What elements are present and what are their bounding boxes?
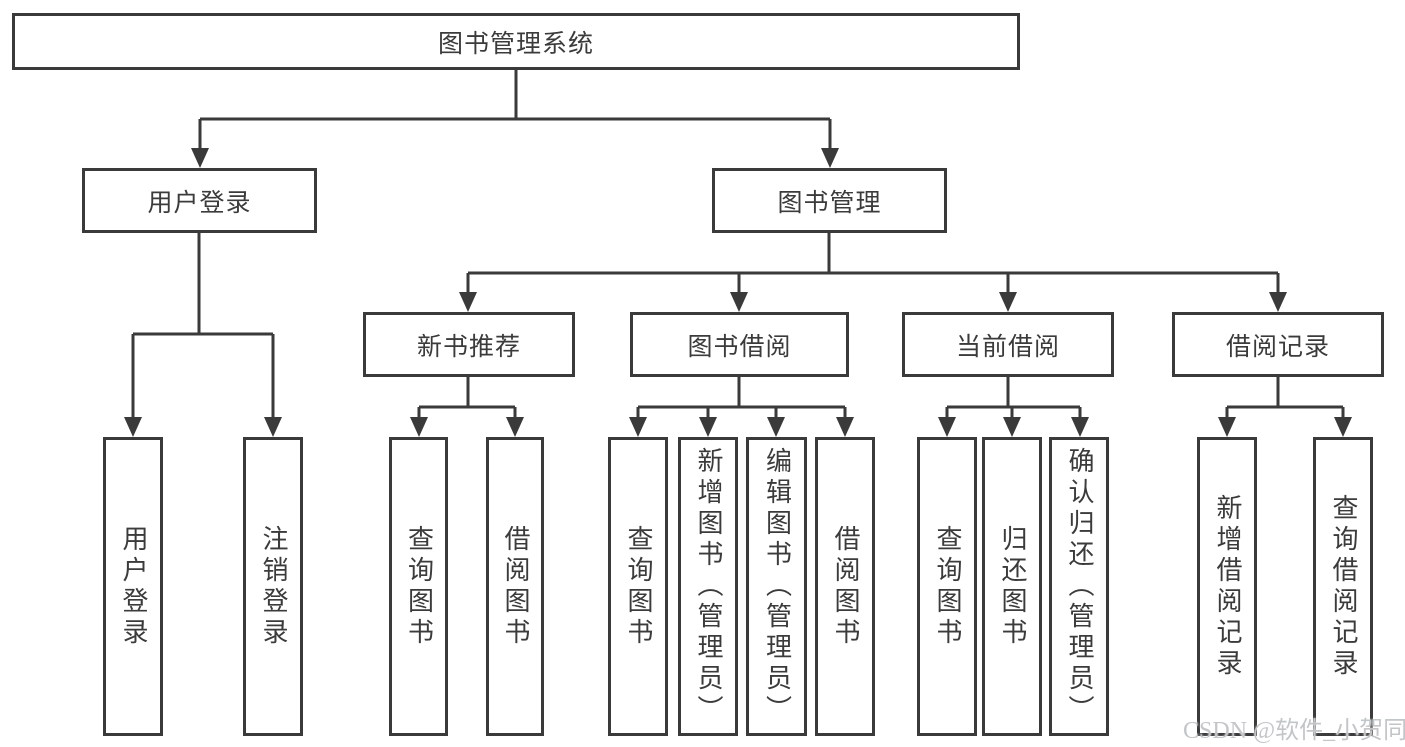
leaf-nbr-query-books-label: 查询图书 — [404, 524, 434, 649]
node-borrowing-records-label: 借阅记录 — [1225, 333, 1330, 361]
leaf-bb-edit-books-admin-label: 编辑图书（管理员） — [762, 447, 792, 726]
leaf-br-query-record-label: 查询借阅记录 — [1329, 493, 1358, 680]
leaf-br-query-record: 查询借阅记录 — [1313, 437, 1373, 736]
leaf-nbr-borrow-books: 借阅图书 — [486, 437, 544, 736]
leaf-cb-confirm-return-admin-label: 确认归还（管理员） — [1065, 447, 1094, 726]
node-user-login-label: 用户登录 — [147, 189, 252, 217]
leaf-cb-query-books-label: 查询图书 — [933, 524, 962, 649]
node-user-login: 用户登录 — [82, 168, 317, 233]
leaf-bb-query-books: 查询图书 — [608, 437, 668, 736]
connector-book-borrowing — [636, 377, 847, 417]
leaf-bb-edit-books-admin: 编辑图书（管理员） — [746, 437, 807, 736]
leaf-bb-query-books-label: 查询图书 — [624, 524, 653, 649]
leaf-cb-confirm-return-admin: 确认归还（管理员） — [1049, 437, 1109, 736]
leaf-bb-borrow-books-label: 借阅图书 — [831, 524, 860, 649]
watermark: CSDN @软件_小贺同学 — [1183, 718, 1405, 744]
connector-new-book-recommend — [417, 377, 517, 417]
connector-current-borrowing — [945, 377, 1082, 417]
leaf-logout-label: 注销登录 — [259, 524, 288, 649]
node-current-borrowing: 当前借阅 — [902, 312, 1114, 377]
leaf-nbr-borrow-books-label: 借阅图书 — [501, 524, 530, 649]
leaf-br-add-record-label: 新增借阅记录 — [1213, 493, 1242, 680]
arrowheads — [124, 148, 1352, 437]
leaf-bb-add-books-admin: 新增图书（管理员） — [678, 437, 738, 736]
leaf-logout: 注销登录 — [243, 437, 303, 736]
node-book-borrowing: 图书借阅 — [630, 312, 849, 377]
connector-borrowing-records — [1225, 377, 1345, 417]
node-book-management-label: 图书管理 — [777, 189, 882, 217]
leaf-user-login: 用户登录 — [103, 437, 163, 736]
node-book-borrowing-label: 图书借阅 — [687, 333, 792, 361]
connector-root — [198, 70, 832, 148]
leaf-br-add-record: 新增借阅记录 — [1197, 437, 1257, 736]
leaf-cb-query-books: 查询图书 — [917, 437, 977, 736]
node-book-management: 图书管理 — [712, 168, 947, 233]
node-current-borrowing-label: 当前借阅 — [955, 333, 1060, 361]
connector-book-management — [466, 233, 1280, 292]
node-root-label: 图书管理系统 — [437, 30, 594, 58]
leaf-user-login-label: 用户登录 — [119, 524, 148, 649]
leaf-bb-borrow-books: 借阅图书 — [815, 437, 875, 736]
leaf-nbr-query-books: 查询图书 — [389, 437, 448, 736]
node-new-book-recommend: 新书推荐 — [363, 312, 575, 377]
connector-user-login — [131, 233, 275, 417]
leaf-bb-add-books-admin-label: 新增图书（管理员） — [694, 447, 723, 726]
node-root: 图书管理系统 — [12, 13, 1020, 70]
node-new-book-recommend-label: 新书推荐 — [416, 333, 521, 361]
node-borrowing-records: 借阅记录 — [1172, 312, 1384, 377]
leaf-cb-return-books: 归还图书 — [982, 437, 1042, 736]
leaf-cb-return-books-label: 归还图书 — [998, 524, 1027, 649]
